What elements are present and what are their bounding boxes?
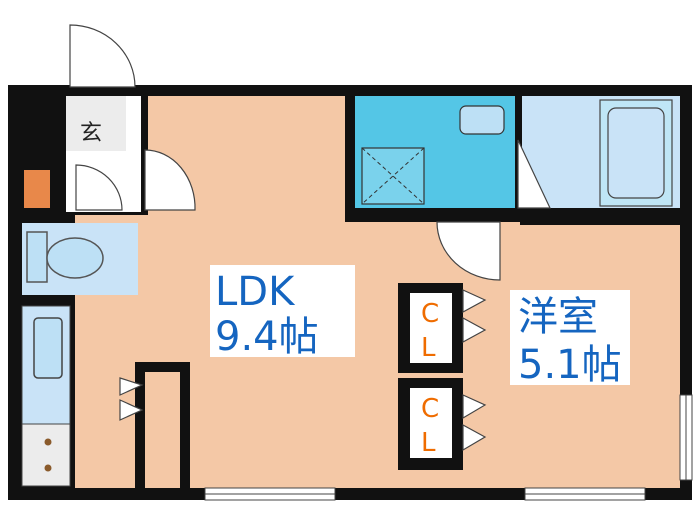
closet-bottom-c: C (421, 394, 439, 424)
bathroom (522, 96, 680, 208)
western-room-name: 洋室 (518, 294, 598, 340)
washroom (355, 96, 515, 208)
closet-top-c: C (421, 299, 439, 329)
toilet-room (22, 223, 138, 295)
western-room-size: 5.1帖 (518, 342, 622, 388)
ldk-name: LDK (215, 269, 296, 315)
kitchen-counter (21, 305, 71, 487)
wall-pillar (135, 362, 190, 488)
western-room-label: 洋室 5.1帖 (510, 290, 630, 388)
windows (204, 394, 693, 501)
doors (69, 24, 551, 452)
closet-bottom-l: L (421, 428, 436, 458)
closet-bottom: C L (398, 378, 463, 470)
ldk-label: LDK 9.4帖 (210, 265, 355, 360)
entrance-label: 玄 (80, 121, 102, 146)
ldk-size: 9.4帖 (215, 314, 319, 360)
closet-top-l: L (421, 333, 436, 363)
closet-top: C L (398, 283, 463, 373)
storage-box (24, 170, 50, 208)
entrance-area: 玄 (66, 96, 141, 212)
